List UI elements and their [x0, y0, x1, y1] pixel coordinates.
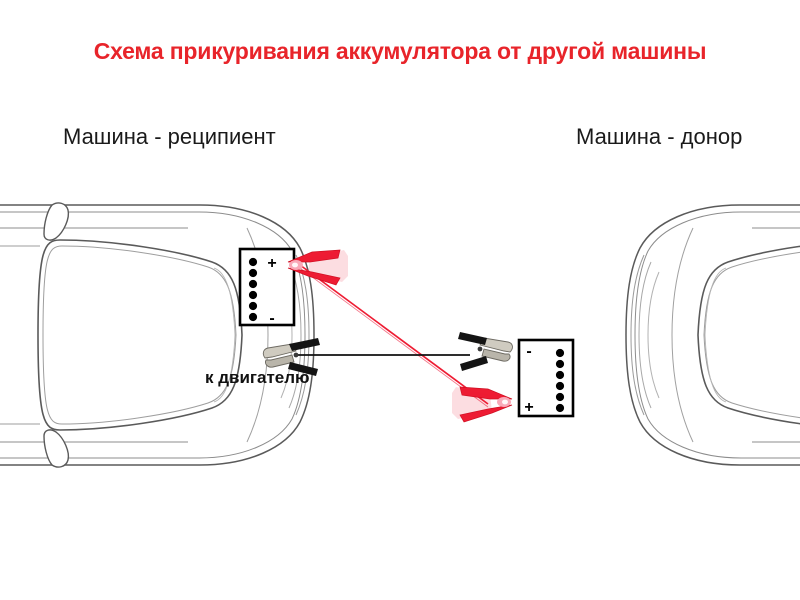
recipient-battery: + - [238, 247, 296, 327]
red-clamp-donor-plus [452, 386, 513, 423]
donor-car-label: Машина - донор [576, 124, 743, 149]
recipient-car [0, 202, 315, 468]
donor-battery-minus-sign: - [526, 343, 531, 360]
red-clamp-recipient-plus [287, 249, 348, 286]
to-engine-label: к двигателю [205, 368, 310, 387]
donor-battery-plus-sign: + [524, 399, 533, 416]
page-title: Схема прикуривания аккумулятора от друго… [93, 38, 707, 64]
black-clamp-donor-minus [458, 332, 513, 371]
recipient-battery-plus-sign: + [267, 255, 276, 272]
recipient-car-label: Машина - реципиент [63, 124, 276, 149]
donor-battery: - + [517, 338, 575, 418]
donor-car [625, 202, 800, 468]
black-clamp-recipient-engine [262, 338, 320, 376]
recipient-battery-minus-sign: - [269, 310, 274, 327]
positive-cable [299, 264, 489, 408]
